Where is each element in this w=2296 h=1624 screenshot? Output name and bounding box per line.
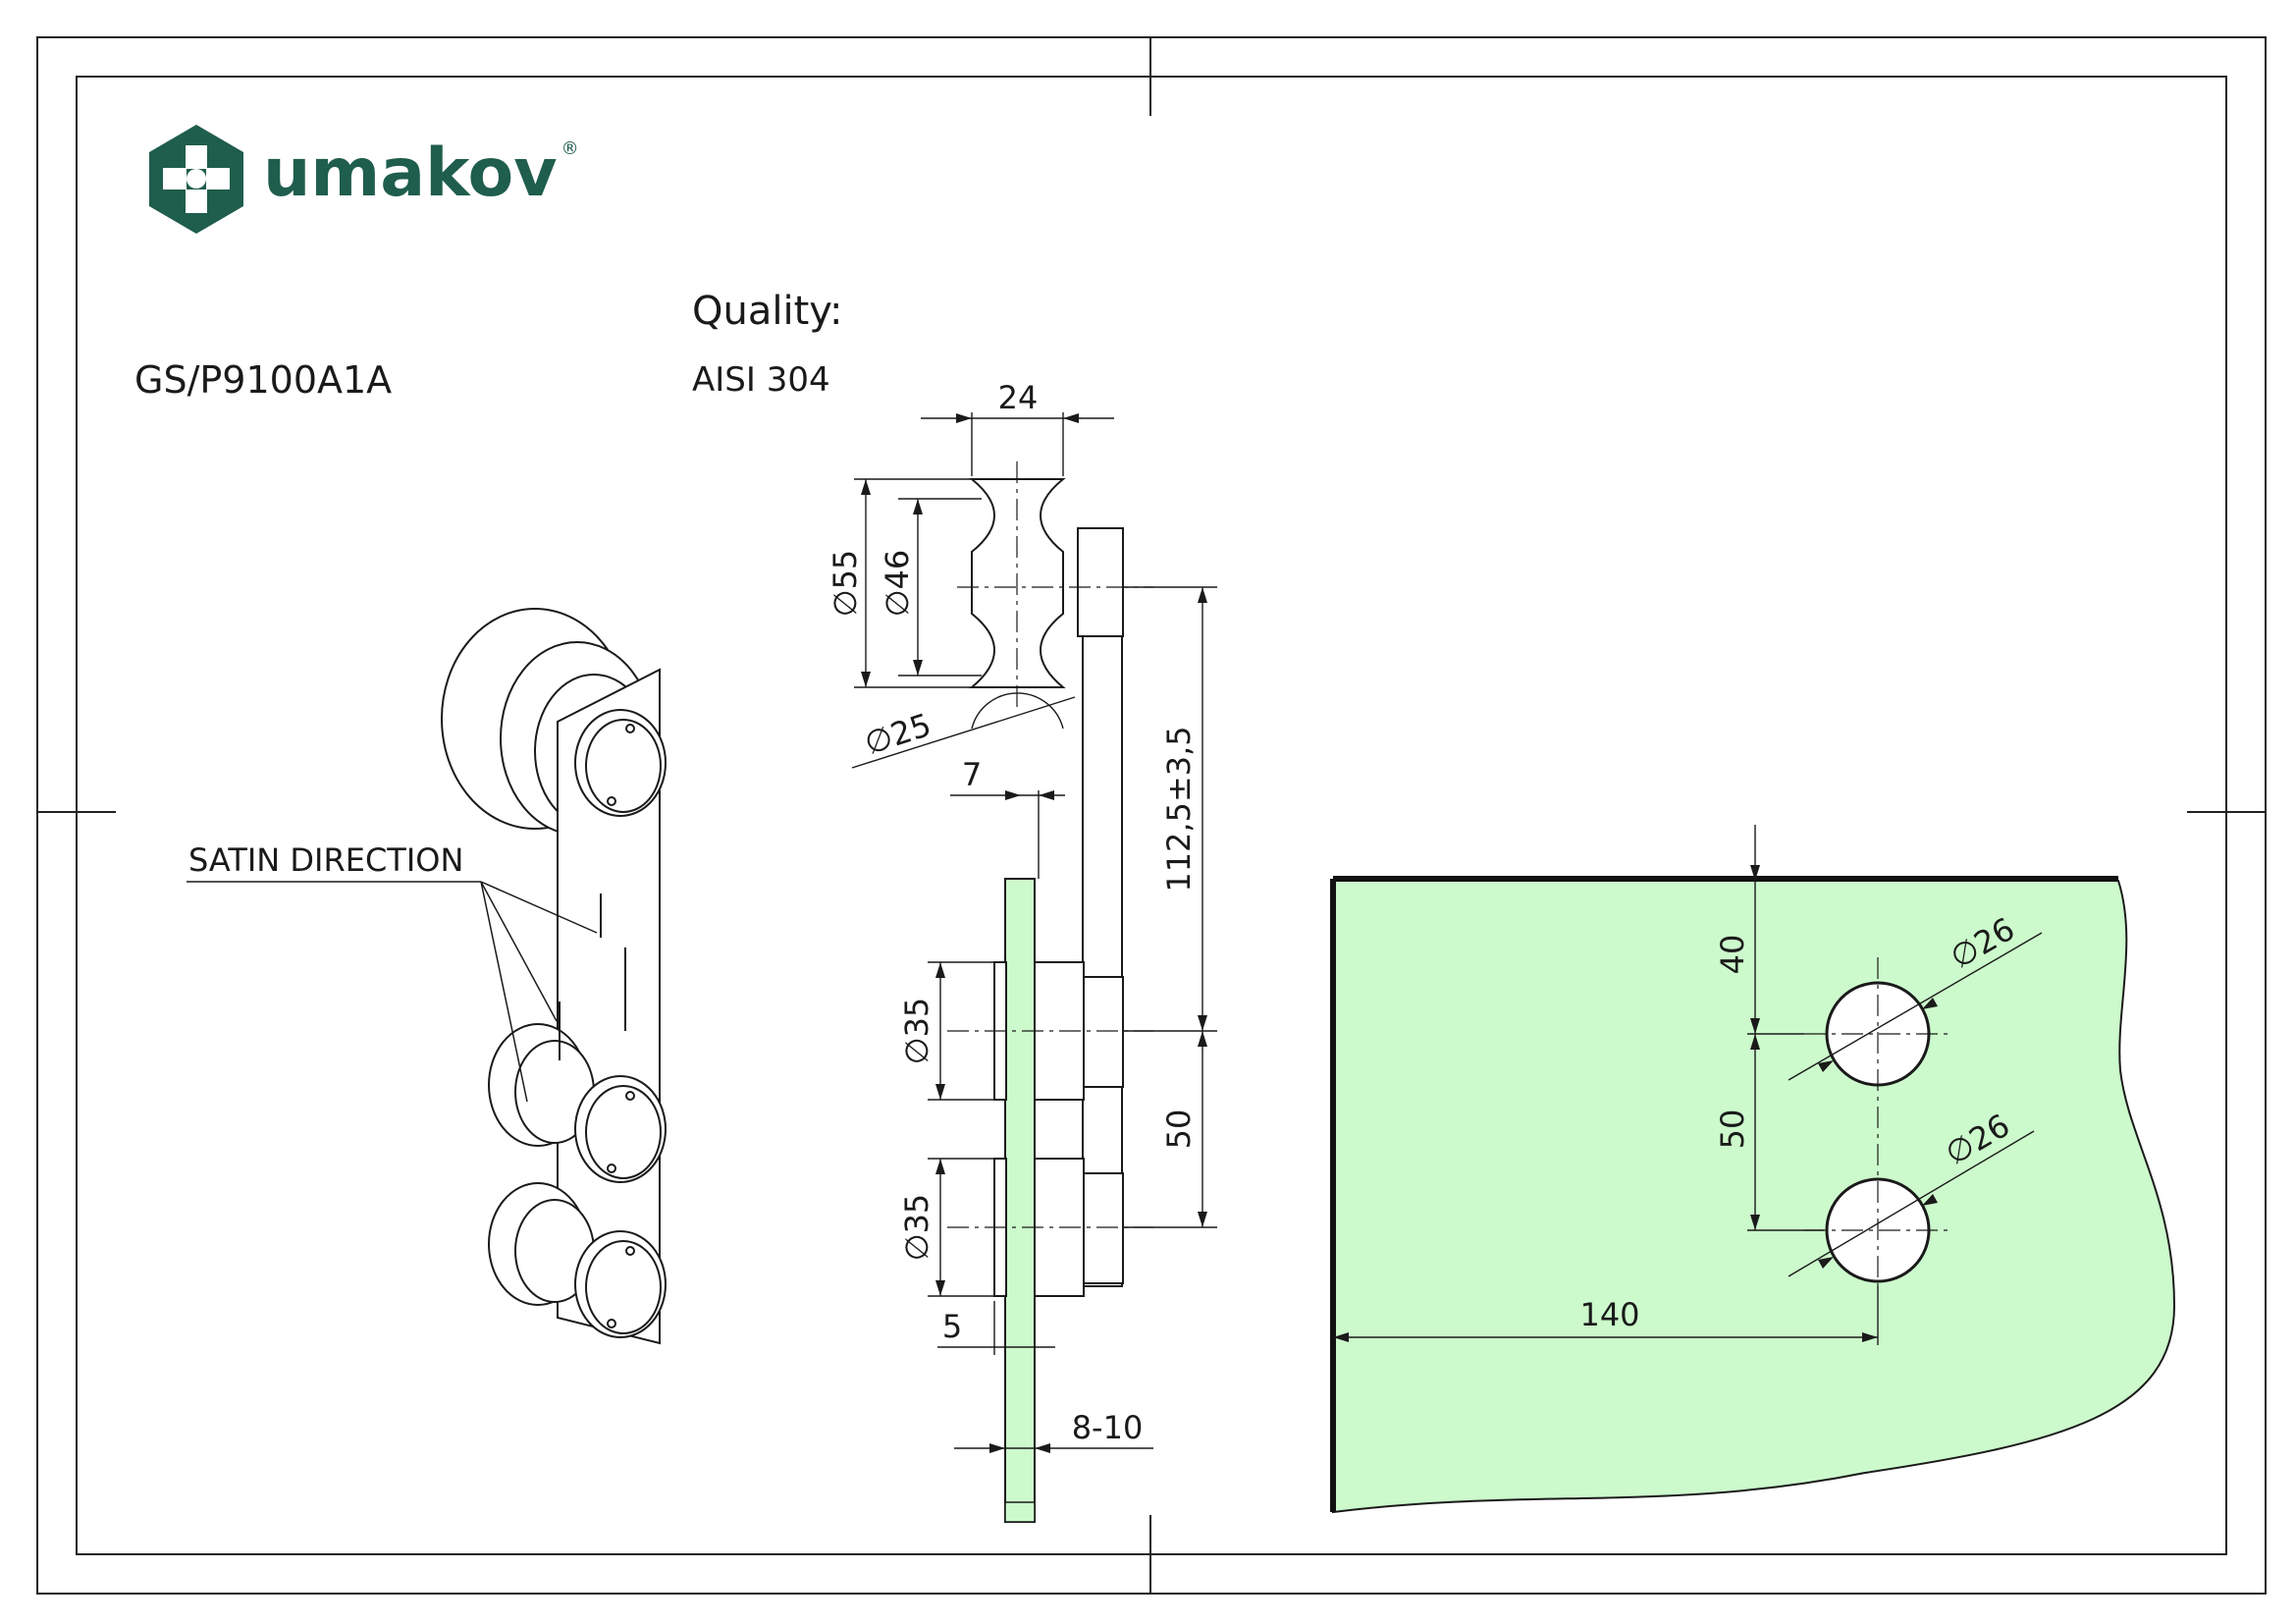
dim-140: 140	[1579, 1296, 1639, 1333]
product-code: GS/P9100A1A	[134, 358, 393, 402]
quality-label: Quality:	[692, 289, 843, 334]
dim-8-10: 8-10	[1072, 1409, 1144, 1446]
dim-dia-55: ∅55	[827, 550, 864, 618]
side-view-dimension-lines	[851, 412, 1217, 1449]
glass-centerlines	[1804, 957, 1953, 1286]
drawing-frame	[36, 36, 2267, 1595]
dim-hole-50: 50	[1714, 1110, 1751, 1150]
registered-mark: ®	[561, 138, 579, 159]
brand-name: umakov	[263, 135, 558, 212]
glass-panel	[1330, 876, 2176, 1514]
isometric-view	[441, 608, 667, 1345]
side-view	[969, 478, 1124, 1523]
dim-112-5: 112,5±3,5	[1160, 726, 1198, 892]
satin-direction-leader	[187, 881, 598, 1103]
side-view-arrows	[861, 413, 1207, 1453]
satin-direction-label: SATIN DIRECTION	[188, 841, 464, 879]
glass-arrows	[1333, 865, 1938, 1342]
umakov-logo-icon	[149, 125, 243, 234]
dim-7: 7	[962, 756, 982, 793]
dim-24: 24	[998, 379, 1039, 416]
dim-40: 40	[1714, 935, 1751, 975]
dim-50: 50	[1160, 1110, 1198, 1150]
quality-value: AISI 304	[692, 360, 830, 400]
brand-wordmark: umakov®	[263, 140, 579, 207]
dim-dia-35-top: ∅35	[898, 998, 935, 1065]
side-view-centerlines	[947, 461, 1153, 1228]
dim-5: 5	[942, 1308, 962, 1345]
dim-dia-46: ∅46	[879, 550, 916, 618]
dim-dia-35-bottom: ∅35	[898, 1194, 935, 1262]
